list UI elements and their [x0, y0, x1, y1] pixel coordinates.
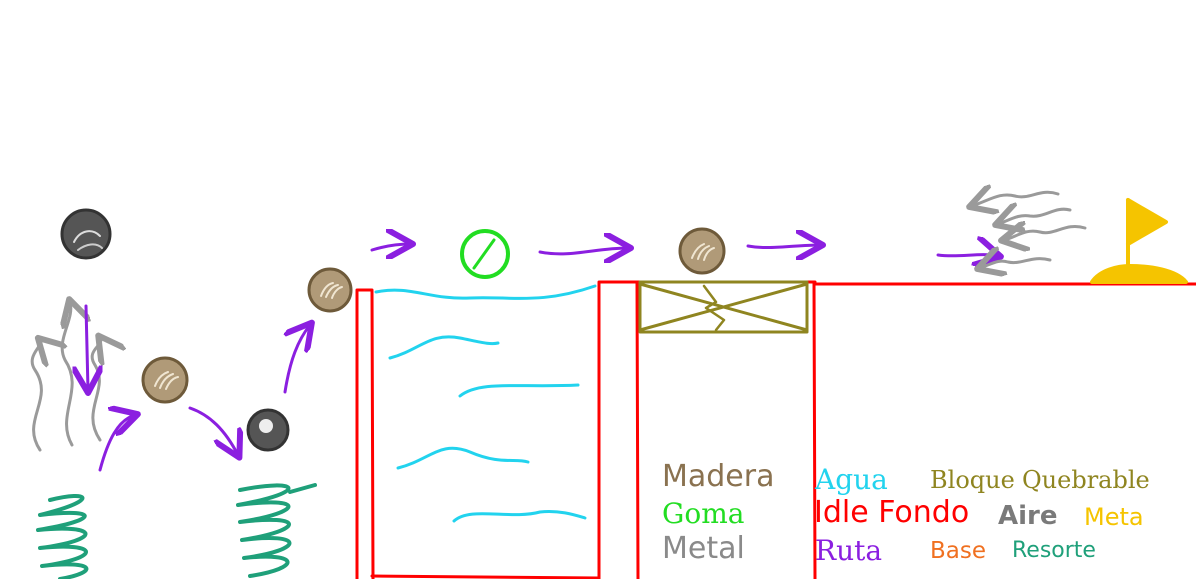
- path-arrow-up-1: [98, 415, 135, 472]
- legend-idle-fondo: Idle Fondo: [814, 495, 970, 530]
- air-gusts-right: [972, 192, 1087, 268]
- legend-goma: Goma: [662, 497, 745, 530]
- air-gusts-left: [30, 302, 101, 452]
- air-gust-2: [62, 302, 72, 447]
- ground-outline: [355, 280, 1196, 579]
- wood-ball-1: [141, 356, 189, 404]
- air-gust-3: [90, 338, 101, 442]
- legend-resorte: Resorte: [1012, 538, 1096, 563]
- breakable-block: [638, 280, 809, 334]
- goal-flag: [1090, 198, 1188, 284]
- legend-aire: Aire: [998, 501, 1058, 531]
- rubber-ball: [460, 229, 510, 279]
- path-arrow-top-2: [538, 248, 628, 254]
- legend-madera: Madera: [662, 459, 775, 494]
- wood-ball-2: [307, 267, 353, 313]
- path-arrow-top-3: [746, 245, 820, 248]
- spring-mid: [236, 483, 317, 578]
- legend-base: Base: [930, 538, 987, 564]
- legend-bloque-quebrable-part1: Bloque: [930, 466, 1015, 494]
- legend-metal: Metal: [662, 531, 745, 566]
- metal-ball-mid: [246, 408, 290, 452]
- legend-ruta: Ruta: [815, 534, 883, 567]
- water-waves: [374, 284, 597, 523]
- air-gust-1: [30, 340, 41, 452]
- legend-agua: Agua: [815, 463, 888, 496]
- path-arrow-top-4: [936, 255, 998, 256]
- wood-ball-3: [678, 227, 726, 275]
- legend-bloque-quebrable-part2: Quebrable: [1022, 466, 1150, 494]
- path-arrow-up-3: [285, 325, 310, 394]
- path-arrow-down-2: [188, 406, 238, 455]
- spring-left: [36, 493, 89, 579]
- legend-meta: Meta: [1084, 503, 1144, 531]
- path-arrow-top-1: [370, 244, 410, 250]
- path-arrow-down: [86, 304, 88, 390]
- metal-ball-top: [60, 208, 112, 260]
